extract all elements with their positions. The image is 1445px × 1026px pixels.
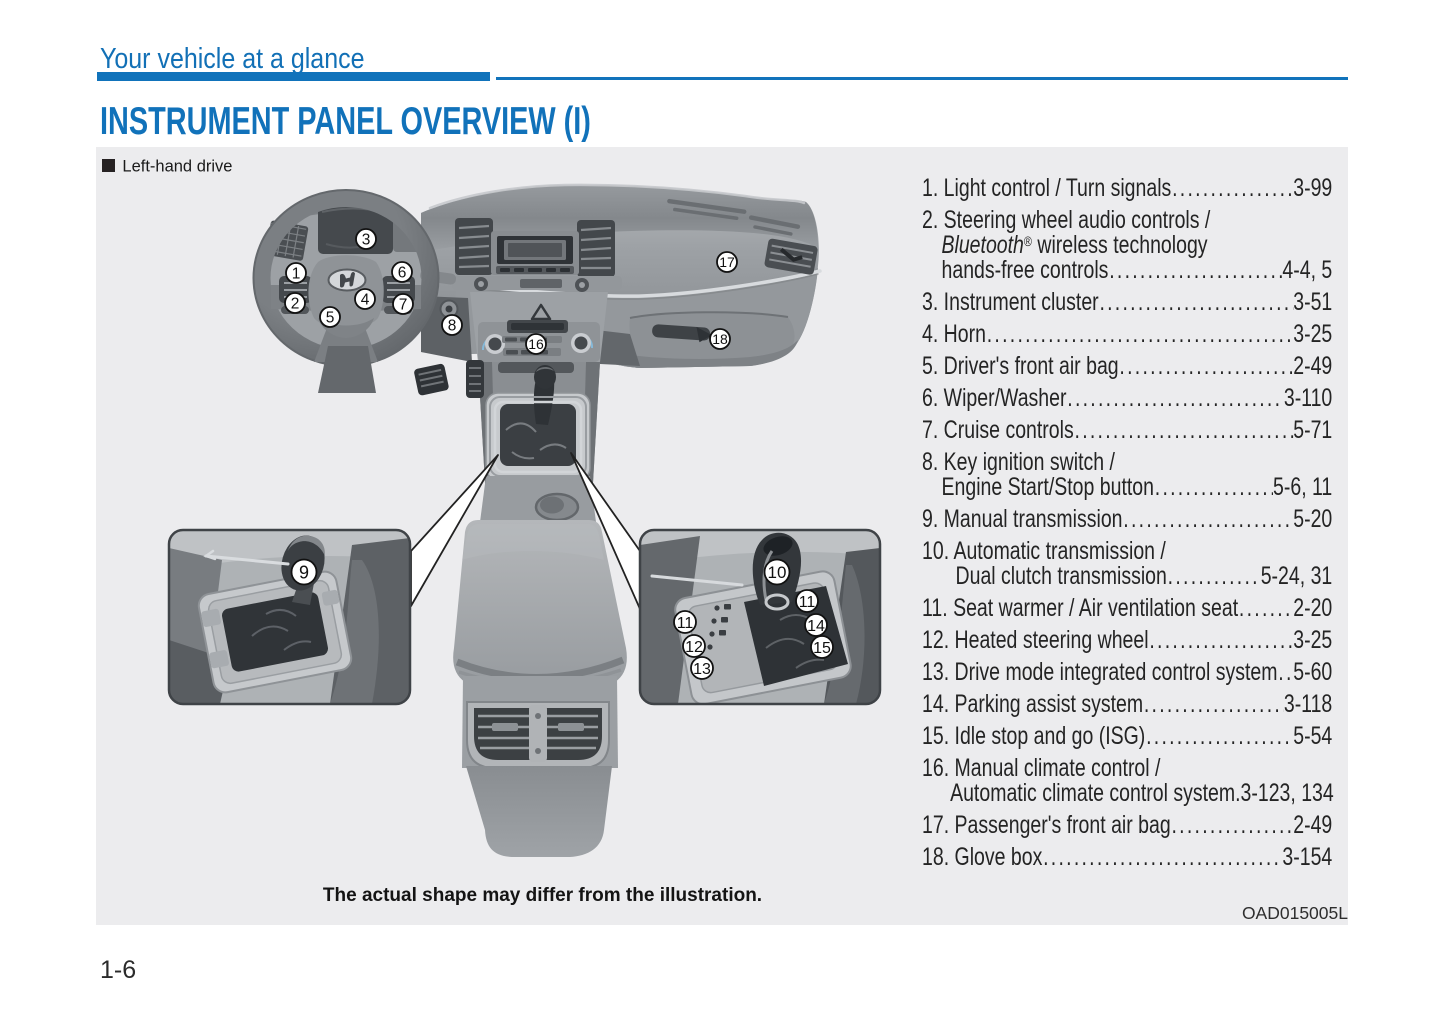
- svg-text:8: 8: [448, 318, 457, 335]
- svg-text:15: 15: [813, 640, 831, 657]
- svg-text:13: 13: [693, 661, 711, 678]
- svg-text:14: 14: [807, 618, 825, 635]
- svg-text:11: 11: [677, 615, 694, 632]
- svg-text:5: 5: [326, 310, 335, 327]
- svg-text:10: 10: [768, 563, 787, 582]
- svg-text:4: 4: [361, 292, 370, 309]
- svg-text:18: 18: [712, 331, 728, 347]
- svg-text:3: 3: [362, 232, 371, 249]
- svg-text:17: 17: [719, 254, 735, 270]
- svg-text:11: 11: [799, 594, 816, 611]
- svg-text:7: 7: [399, 297, 408, 314]
- svg-text:6: 6: [398, 265, 407, 282]
- svg-text:9: 9: [299, 562, 309, 582]
- svg-text:16: 16: [528, 336, 544, 352]
- svg-text:12: 12: [685, 639, 703, 656]
- svg-text:1: 1: [292, 266, 301, 283]
- svg-text:2: 2: [291, 296, 300, 313]
